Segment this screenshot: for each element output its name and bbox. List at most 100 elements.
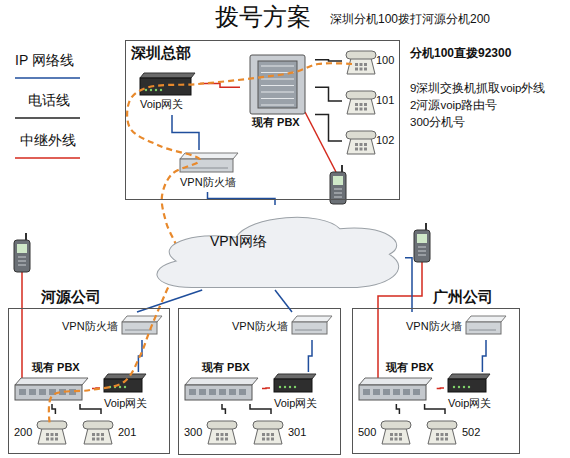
phone-key bbox=[225, 438, 228, 441]
device-node: 现有 PBX bbox=[182, 360, 262, 404]
gateway-body bbox=[104, 379, 142, 392]
network-label: VPN网络 bbox=[210, 233, 267, 250]
phone-body bbox=[254, 428, 282, 444]
phone-handset bbox=[346, 91, 376, 99]
device-node: Voip网关 bbox=[444, 372, 508, 412]
phone-key bbox=[92, 433, 95, 436]
device-node: 200 bbox=[12, 414, 74, 448]
pbx-panel bbox=[258, 61, 297, 108]
site-heading: 广州公司 bbox=[433, 288, 493, 306]
diagram-title: 拨号方案 bbox=[215, 3, 311, 32]
phone-handset bbox=[346, 51, 376, 59]
mobile-keys bbox=[418, 251, 426, 252]
phone-key bbox=[97, 433, 100, 436]
firewall-body bbox=[292, 322, 327, 334]
phone-key bbox=[399, 433, 402, 436]
phone-key bbox=[55, 433, 58, 436]
gateway-body bbox=[448, 379, 486, 392]
trunk-line bbox=[200, 84, 240, 88]
ip-network-line bbox=[208, 192, 276, 205]
phone-key bbox=[55, 438, 58, 441]
phone-key bbox=[355, 63, 358, 66]
phone-key bbox=[221, 433, 224, 436]
gateway-top bbox=[274, 374, 316, 379]
phone-key bbox=[271, 438, 274, 441]
device-node: 201 bbox=[80, 414, 150, 448]
pbx-port bbox=[219, 389, 226, 395]
device-node: 现有 PBX bbox=[12, 360, 92, 404]
device-label: 101 bbox=[376, 94, 394, 107]
gateway-led bbox=[289, 386, 291, 388]
phone-key bbox=[441, 433, 444, 436]
pbx-icon bbox=[15, 378, 88, 400]
phone-key bbox=[364, 148, 367, 151]
legend-text: 中继外线 bbox=[20, 132, 76, 149]
pbx-port bbox=[229, 389, 236, 395]
network-cloud: VPN网络 bbox=[145, 205, 405, 290]
trunk-line bbox=[305, 112, 336, 172]
mobile-antenna bbox=[25, 233, 27, 240]
desk-phone-icon bbox=[207, 421, 237, 444]
voip-gateway-icon bbox=[448, 374, 490, 392]
firewall-body bbox=[466, 322, 501, 334]
phone-handset bbox=[253, 421, 283, 429]
device-node: Voip网关 bbox=[130, 70, 200, 115]
phone-key bbox=[399, 438, 402, 441]
telephone-line bbox=[222, 404, 225, 414]
legend-text: IP 网络线 bbox=[15, 52, 74, 69]
pbx-top bbox=[15, 378, 88, 385]
telephone-line bbox=[396, 404, 399, 414]
device-label: VPN防火墙 bbox=[180, 176, 236, 189]
note-text: 300分机号 bbox=[410, 116, 465, 130]
pbx-body bbox=[250, 55, 305, 114]
device-label: 现有 PBX bbox=[252, 116, 300, 129]
pbx-port bbox=[239, 389, 246, 395]
phone-key bbox=[355, 148, 358, 151]
phone-key bbox=[441, 438, 444, 441]
telephone-line bbox=[315, 87, 342, 101]
desk-phone-icon bbox=[346, 51, 376, 74]
pbx-body bbox=[359, 385, 426, 400]
mobile-antenna bbox=[425, 223, 427, 230]
legend-text: 电话线 bbox=[28, 92, 70, 109]
desk-phone-icon bbox=[83, 421, 113, 444]
site-heading: 河源公司 bbox=[41, 288, 101, 306]
device-label: 500 bbox=[358, 426, 376, 439]
gateway-led bbox=[124, 386, 126, 388]
device-label: 301 bbox=[288, 426, 306, 439]
device-label: VPN防火墙 bbox=[406, 320, 462, 333]
gateway-top bbox=[104, 374, 146, 379]
gateway-led bbox=[284, 386, 286, 388]
phone-handset bbox=[83, 421, 113, 429]
device-label: 300 bbox=[184, 426, 202, 439]
pbx-port bbox=[189, 389, 196, 395]
mobile-keys bbox=[418, 247, 426, 248]
pbx-icon bbox=[250, 55, 305, 114]
legend-line bbox=[15, 77, 80, 79]
device-label: Voip网关 bbox=[274, 397, 317, 410]
ip-network-line bbox=[482, 340, 486, 372]
gateway-led bbox=[294, 386, 296, 388]
ip-network-line bbox=[308, 340, 312, 372]
phone-handset bbox=[427, 421, 457, 429]
mobile-screen bbox=[17, 244, 27, 253]
pbx-body bbox=[185, 385, 252, 400]
phone-key bbox=[355, 68, 358, 71]
device-label: 100 bbox=[376, 54, 394, 67]
device-node: 100 bbox=[342, 46, 397, 76]
desk-phone-icon bbox=[427, 421, 457, 444]
telephone-line bbox=[315, 60, 342, 61]
phone-key bbox=[364, 103, 367, 106]
phone-key bbox=[271, 433, 274, 436]
device-node: 101 bbox=[342, 86, 397, 116]
device-node: 502 bbox=[424, 414, 494, 448]
ip-network-line bbox=[275, 290, 292, 312]
site-heading: 深圳总部 bbox=[131, 44, 191, 62]
device-label: 102 bbox=[376, 134, 394, 147]
phone-key bbox=[395, 438, 398, 441]
firewall-slot bbox=[295, 330, 322, 331]
firewall-slot bbox=[183, 168, 228, 169]
gateway-led bbox=[463, 386, 465, 388]
voip-gateway-icon bbox=[104, 374, 146, 392]
